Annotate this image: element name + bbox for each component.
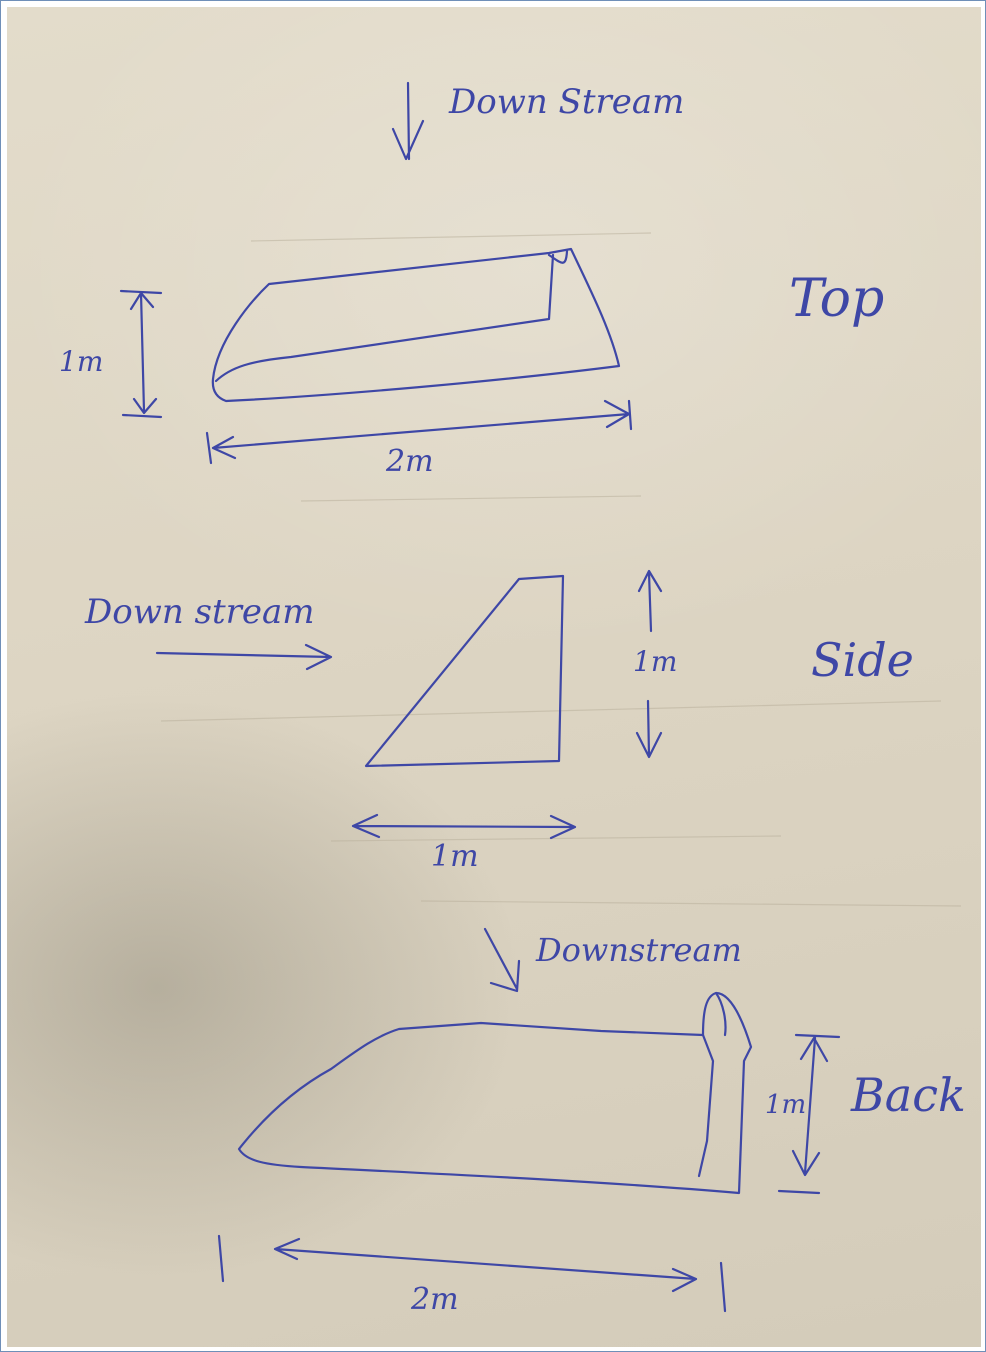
back-height-label: 1m <box>765 1090 806 1120</box>
top-wedge-ridge <box>547 249 569 264</box>
back-wedge-outline <box>237 991 753 1195</box>
back-height-dimension <box>777 1033 841 1195</box>
side-triangle-outline <box>364 574 565 768</box>
top-height-dimension <box>119 289 163 419</box>
top-wedge-outline <box>211 247 621 403</box>
side-height-dimension <box>635 569 663 759</box>
paper-bleed-through <box>160 232 962 907</box>
top-wedge-inner-edge <box>214 253 555 383</box>
back-wedge-edge <box>697 1033 715 1178</box>
side-height-label: 1m <box>633 645 677 678</box>
side-width-dimension <box>351 813 577 840</box>
back-width-label: 2m <box>410 1282 459 1317</box>
side-flow-arrow <box>155 643 333 671</box>
back-flow-label: Downstream <box>535 931 742 969</box>
top-width-dimension <box>205 399 633 465</box>
top-view-label: Top <box>789 269 884 329</box>
top-height-label: 1m <box>59 345 103 378</box>
side-flow-label: Down stream <box>84 592 315 632</box>
back-wedge-fin <box>714 991 727 1037</box>
back-view: Downstream 1m 2m Back <box>217 927 966 1317</box>
back-flow-arrow <box>483 927 521 993</box>
sketch-canvas: Down Stream 1m 2m Top Down stream 1m 1m <box>59 81 966 1317</box>
back-view-label: Back <box>850 1068 966 1122</box>
top-flow-label: Down Stream <box>448 82 684 122</box>
side-view-label: Side <box>811 633 914 687</box>
back-width-dimension <box>217 1234 727 1313</box>
top-view: Down Stream 1m 2m Top <box>59 81 884 479</box>
notebook-paper: Down Stream 1m 2m Top Down stream 1m 1m <box>7 7 981 1347</box>
top-flow-arrow <box>391 81 425 161</box>
top-width-label: 2m <box>385 444 434 479</box>
side-view: Down stream 1m 1m Side <box>84 569 914 874</box>
side-width-label: 1m <box>431 839 479 874</box>
